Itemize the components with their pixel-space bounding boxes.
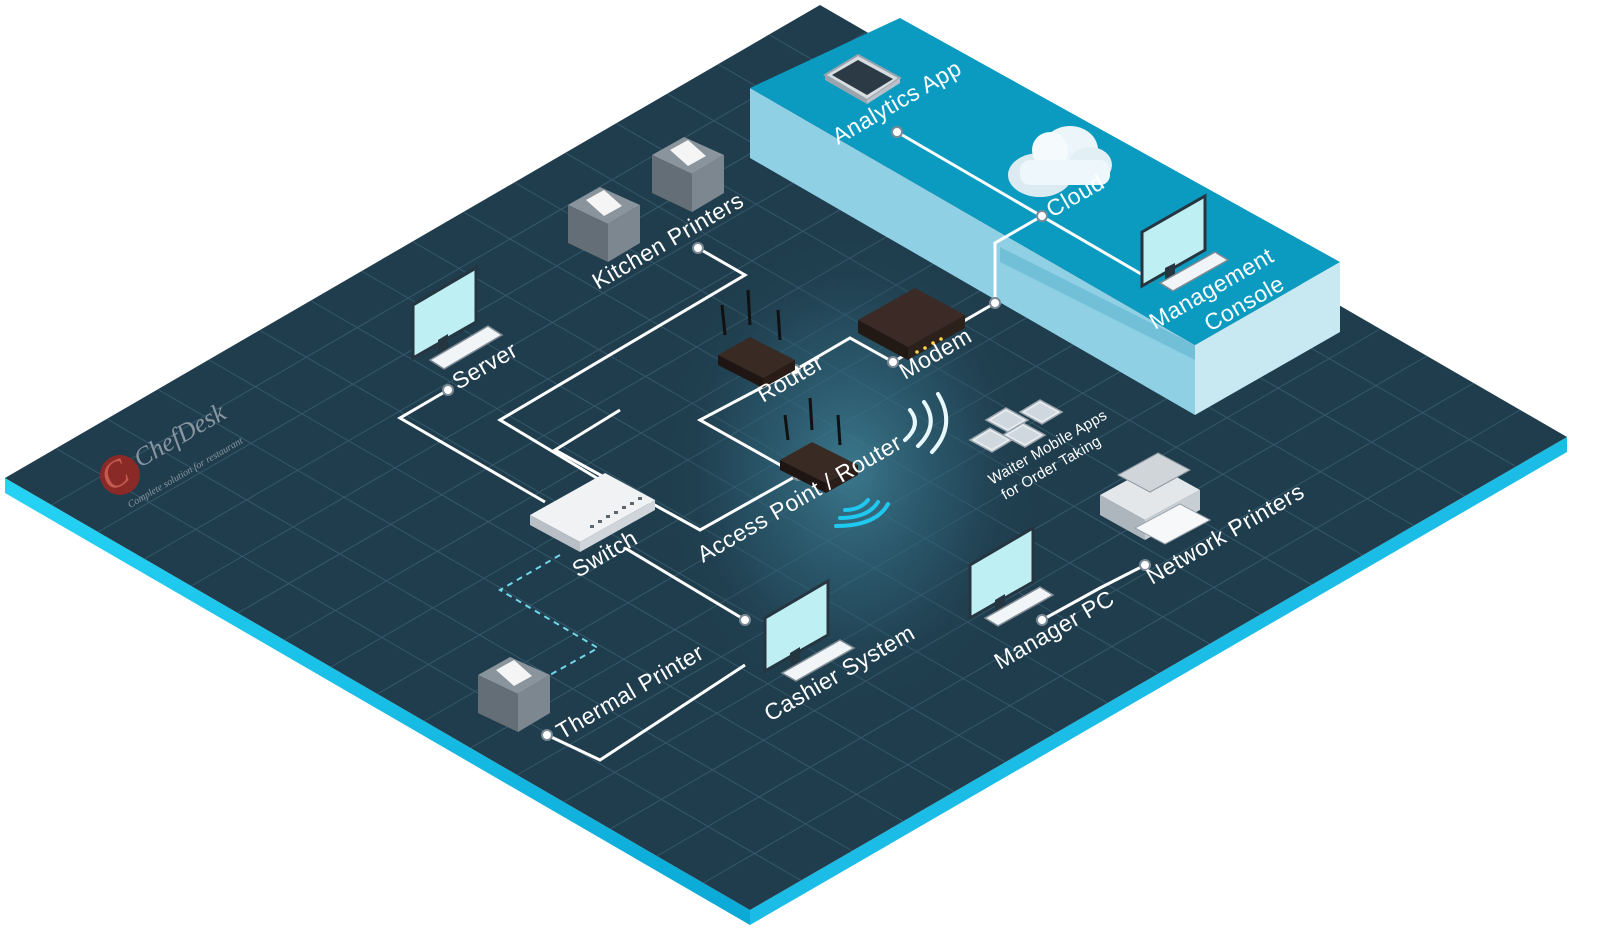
switch-icon [530,473,655,552]
board-edge-left [5,478,750,925]
platform-side-right [1195,262,1340,415]
wire-kitchen-switch [497,246,748,482]
access-point-icon [780,397,858,493]
dot-network-printers [1139,559,1151,571]
dot-manager-pc [1036,614,1048,626]
grid-line [703,409,1521,884]
dot-kitchen-printers [692,242,704,254]
grid-line [610,355,1428,830]
cloud-icon [1008,126,1112,197]
dot-analytics [891,126,903,138]
dot-platform [989,297,1001,309]
cashier-monitor-icon [763,578,856,682]
tablet-icon [823,53,902,104]
server-monitor-icon [411,265,504,370]
management-console-monitor-icon [1140,193,1230,292]
network-printer-icon [1100,452,1212,545]
router-icon [718,289,795,388]
wire-switch-cashier [624,546,746,622]
dot-cashier [739,614,751,626]
manager-pc-monitor-icon [968,525,1055,627]
wire-cashier-thermal [546,663,746,762]
platform-side-left [750,88,1195,415]
mobile-phones-icon [968,399,1064,453]
wire-cloud-modem [993,214,1043,303]
platform-lower-top [1000,247,1195,360]
thermal-printer-icon [478,657,550,732]
wire-manager-netprinter [1041,563,1146,622]
wire-analytics-console [896,130,1149,280]
board-edge-right [750,437,1567,925]
kitchen-printer-icon [568,187,640,262]
modem-icon [858,288,965,360]
dot-server [442,384,454,396]
wire-server-switch [397,388,546,504]
kitchen-printer-icon [652,137,724,212]
dot-thermal-printer [541,729,553,741]
wifi-icon [903,392,949,454]
grid-line [656,382,1474,857]
wire-switch-thermal-dashed [498,554,601,677]
dot-modem [887,356,899,368]
wifi-icon [834,498,890,528]
dot-cloud [1036,210,1048,222]
